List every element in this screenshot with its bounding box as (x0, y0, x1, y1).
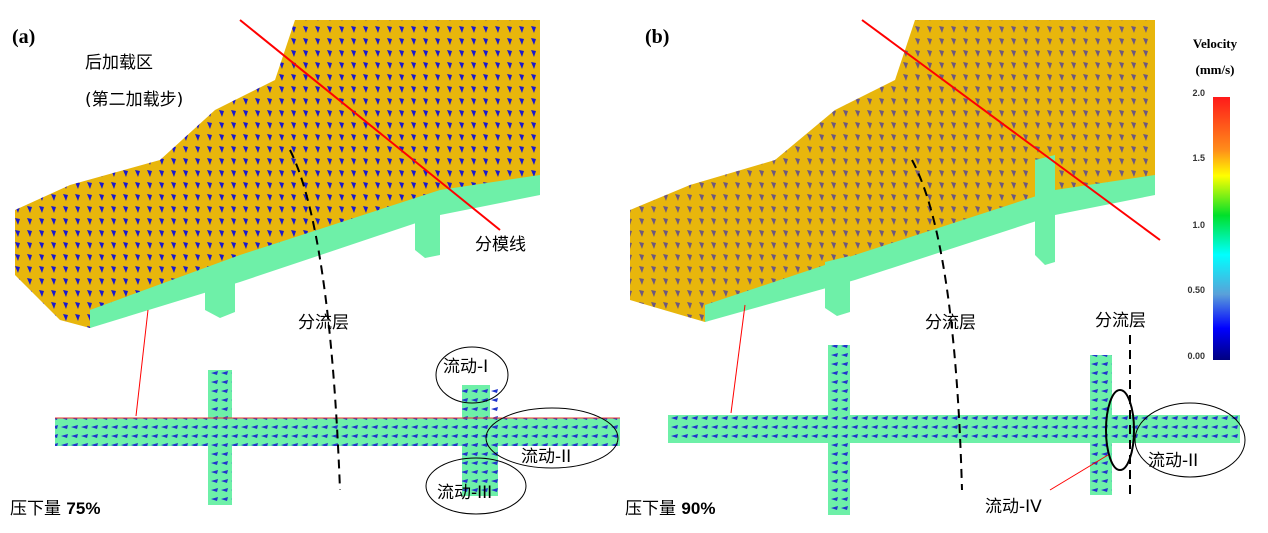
tick-0.50: 0.50 (1187, 285, 1205, 295)
parting-line-label: 分模线 (475, 235, 526, 255)
panel-a-red-arrow (135, 309, 149, 417)
flow-i-label: 流动-I (443, 357, 488, 377)
legend-unit: (mm/s) (1196, 62, 1235, 77)
flow-i-ellipse (435, 346, 509, 404)
tick-0.00: 0.00 (1187, 351, 1205, 361)
panel-b-split-line (911, 159, 963, 491)
flow-ii-ellipse-a (485, 407, 619, 469)
tick-2.0: 2.0 (1192, 88, 1205, 98)
flow-iv-label: 流动-IV (985, 497, 1042, 517)
color-bar (1213, 97, 1230, 360)
legend-title: Velocity (1193, 36, 1238, 51)
zone-label: 后加载区 (85, 53, 153, 73)
panel-a-3d-model (15, 20, 540, 328)
step-label: (第二加载步) (85, 90, 183, 110)
panel-b-split-layer-label-2: 分流层 (1095, 311, 1146, 331)
flow-ii-label-a: 流动-II (521, 447, 571, 467)
panel-b-parting-line (861, 19, 1161, 241)
panel-b-reduction: 压下量 90% (625, 499, 715, 519)
panel-a-split-layer-label: 分流层 (298, 313, 349, 333)
panel-b-label: (b) (645, 26, 669, 48)
panel-b-red-arrow (730, 304, 746, 414)
flow-iii-ellipse (425, 457, 527, 515)
tick-1.0: 1.0 (1192, 220, 1205, 230)
tick-1.5: 1.5 (1192, 153, 1205, 163)
panel-b-flow-iv-arrow (1049, 454, 1109, 491)
flow-iv-ellipse (1105, 389, 1135, 471)
flow-iii-label: 流动-III (437, 483, 492, 503)
panel-b-split-layer-label: 分流层 (925, 313, 976, 333)
panel-a-reduction: 压下量 75% (10, 499, 100, 519)
panel-a-parting-line (239, 19, 501, 231)
panel-b-3d-model (630, 20, 1155, 322)
flow-ii-label-b: 流动-II (1148, 451, 1198, 471)
panel-a-cross-section (55, 370, 620, 505)
panel-b-cross-section (668, 345, 1240, 515)
velocity-legend: Velocity (mm/s) 2.0 1.5 1.0 0.50 0.00 (1187, 36, 1237, 361)
panel-a-label: (a) (12, 26, 35, 48)
flow-ii-ellipse-b (1134, 402, 1246, 478)
